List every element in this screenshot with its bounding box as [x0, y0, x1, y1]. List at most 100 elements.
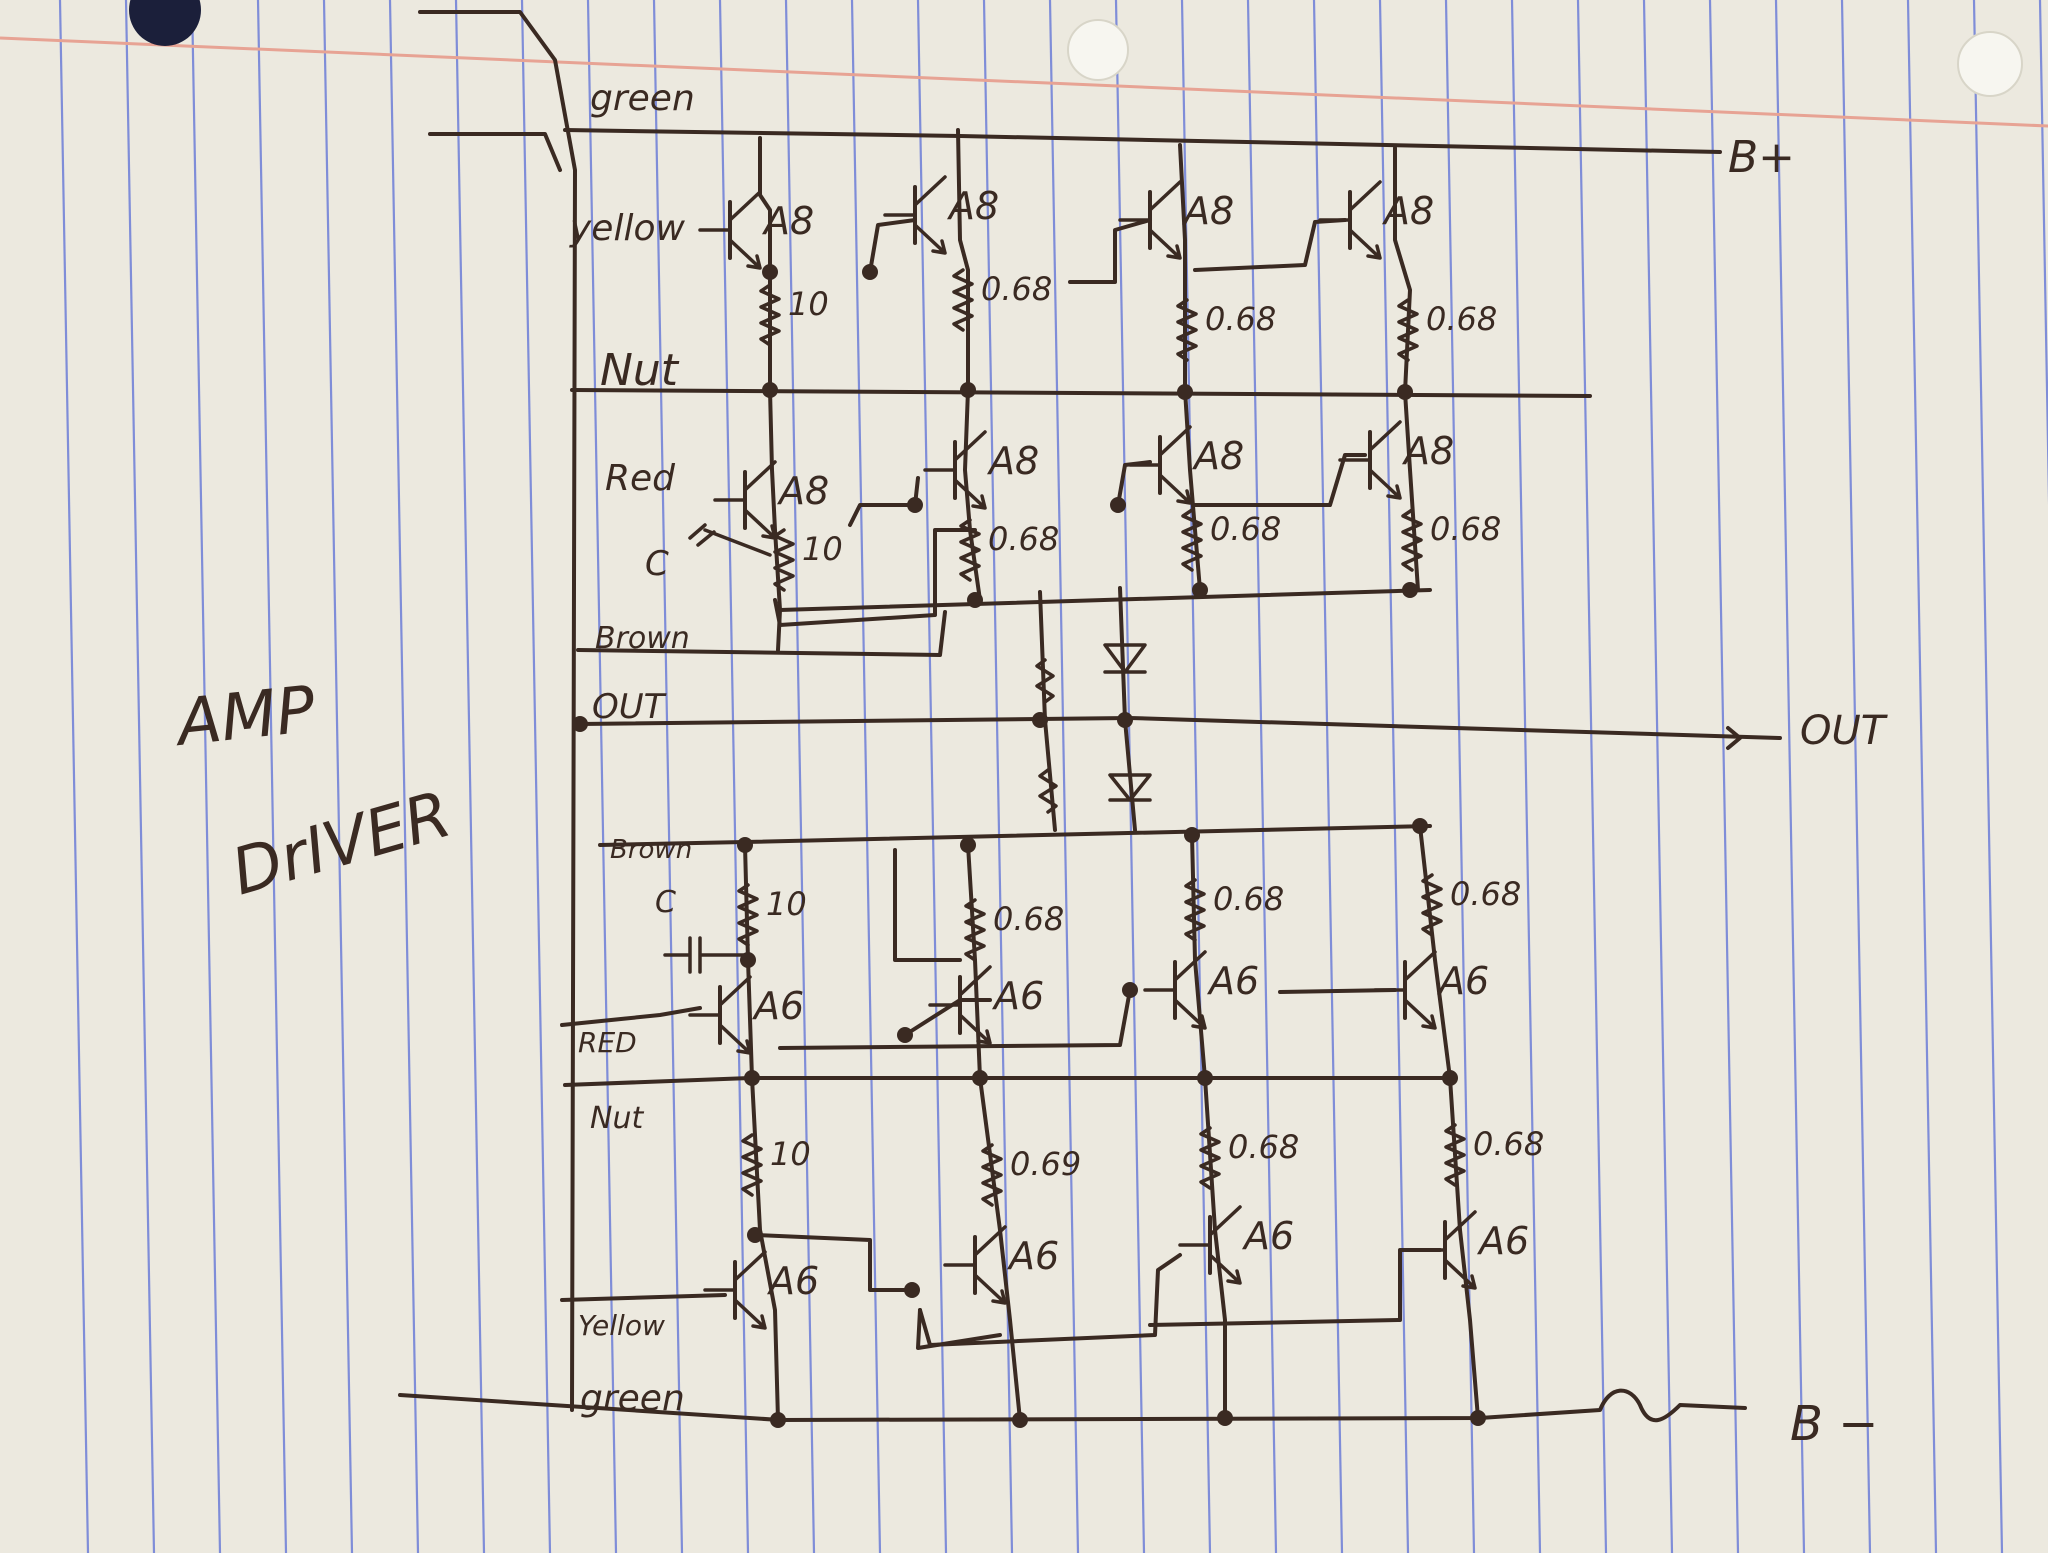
rule-line [520, 0, 552, 1553]
rule-line [1708, 0, 1740, 1553]
wire-label-brown-upper: Brown [595, 621, 690, 656]
rule-line [1840, 0, 1872, 1553]
resistor-symbols [737, 268, 1466, 1207]
middle-resistor-4-symbol [1401, 508, 1423, 572]
bottom-transistor-2-emitter [973, 1273, 1007, 1305]
bottom-transistor-3-collector [1208, 1205, 1242, 1237]
bottom-transistor-2: A6 [943, 1225, 1059, 1305]
junction-dot [862, 264, 878, 280]
junction-dot [740, 952, 756, 968]
upper-transistor-1-label: A8 [761, 199, 814, 243]
junction-dot [1217, 1410, 1233, 1426]
lower-transistor-1-label: A6 [751, 984, 804, 1028]
junction-dot [1470, 1410, 1486, 1426]
base-link [1193, 453, 1367, 507]
ruled-lines [58, 0, 2048, 1553]
rule-line [586, 0, 618, 1553]
bottom-resistor-2-value: 0.69 [1010, 1145, 1081, 1183]
harness-wire [418, 10, 577, 1412]
rule-line [1906, 0, 1938, 1553]
binder-hole-dark [129, 0, 201, 46]
base-link [778, 988, 1132, 1050]
bottom-transistor-3-emitter [1208, 1253, 1242, 1285]
upper-transistor-4: A8 [1318, 180, 1434, 260]
middle-transistor-1-emitter [743, 508, 777, 540]
junction-dot [747, 1227, 763, 1243]
lower-transistor-3-emitter [1173, 998, 1207, 1030]
lower-resistor-3-value: 0.68 [1213, 880, 1284, 918]
base-link [918, 1253, 1182, 1347]
yellow-wire-lower [560, 1293, 727, 1302]
rule-line [1642, 0, 1674, 1553]
lower-resistor-2-value: 0.68 [993, 900, 1064, 938]
feedback-loop [773, 528, 977, 627]
base-link [893, 848, 962, 962]
junction-dot [1184, 827, 1200, 843]
junction-dot [1032, 712, 1048, 728]
rule-line [1048, 0, 1080, 1553]
bias-resistor [1035, 658, 1055, 704]
wire-label-brown-lower: Brown [610, 835, 692, 865]
middle-transistor-1-label: A8 [776, 469, 829, 513]
rule-line [124, 0, 156, 1553]
rule-line [2038, 0, 2048, 505]
junction-dot [972, 1070, 988, 1086]
upper-transistor-2-emitter [913, 223, 947, 255]
middle-resistor-3-value: 0.68 [1210, 510, 1281, 548]
junction-dot [1122, 982, 1138, 998]
lower-transistor-2-label: A6 [991, 974, 1044, 1018]
lower-transistor-4-label: A6 [1436, 959, 1489, 1003]
base-link [753, 1233, 912, 1292]
wire-label-yellow-lower: Yellow [578, 1309, 665, 1342]
middle-resistor-3-symbol [1181, 508, 1203, 572]
rule-line [718, 0, 750, 1553]
rule-line [784, 0, 816, 1553]
junction-dot [762, 264, 778, 280]
junction-dot [1442, 1070, 1458, 1086]
upper-transistor-4-label: A8 [1381, 189, 1434, 233]
bottom-transistor-1-label: A6 [766, 1259, 819, 1303]
middle-resistor-1-value: 10 [802, 530, 843, 568]
junction-dot [960, 382, 976, 398]
bottom-resistor-1-symbol [741, 1133, 763, 1197]
junction-dots [572, 264, 1486, 1428]
positive-rail-label: B+ [1728, 132, 1795, 183]
upper-resistor-3-symbol [1176, 298, 1198, 362]
lower-transistor-4-collector [1403, 950, 1437, 982]
bottom-transistor-2-collector [973, 1225, 1007, 1257]
middle-transistor-2-emitter [953, 478, 987, 510]
middle-transistor-3-collector [1158, 425, 1192, 457]
column-4-lower [1418, 824, 1480, 1420]
junction-dot [1412, 818, 1428, 834]
junction-dot [960, 837, 976, 853]
junction-dot [1177, 384, 1193, 400]
rule-line [1972, 0, 2004, 1553]
rule-line [1444, 0, 1476, 1553]
junction-dot [770, 1412, 786, 1428]
lower-transistor-2-emitter [958, 1013, 992, 1045]
upper-resistor-2-value: 0.68 [981, 270, 1052, 308]
upper-transistor-3-label: A8 [1181, 189, 1234, 233]
middle-transistor-4-label: A8 [1401, 429, 1454, 473]
binder-hole [1067, 19, 1129, 81]
lower-transistor-4: A6 [1373, 950, 1489, 1030]
bottom-transistor-4: A6 [1413, 1210, 1529, 1290]
lower-transistor-3-collector [1173, 950, 1207, 982]
upper-transistor-3: A8 [1118, 180, 1234, 260]
junction-dot [572, 716, 588, 732]
lower-transistor-2: A6 [928, 965, 1044, 1045]
base-link [1116, 460, 1152, 507]
upper-transistor-2: A8 [883, 175, 999, 255]
bottom-transistor-4-label: A6 [1476, 1219, 1529, 1263]
lower-resistor-3-symbol [1184, 878, 1206, 942]
harness-wire [428, 132, 562, 172]
bottom-resistor-1-value: 10 [770, 1135, 811, 1173]
rule-line [190, 0, 222, 1553]
middle-transistor-3-emitter [1158, 473, 1192, 505]
upper-transistor-1: A8 [698, 190, 814, 270]
junction-dot [737, 837, 753, 853]
junction-dot [1197, 1070, 1213, 1086]
